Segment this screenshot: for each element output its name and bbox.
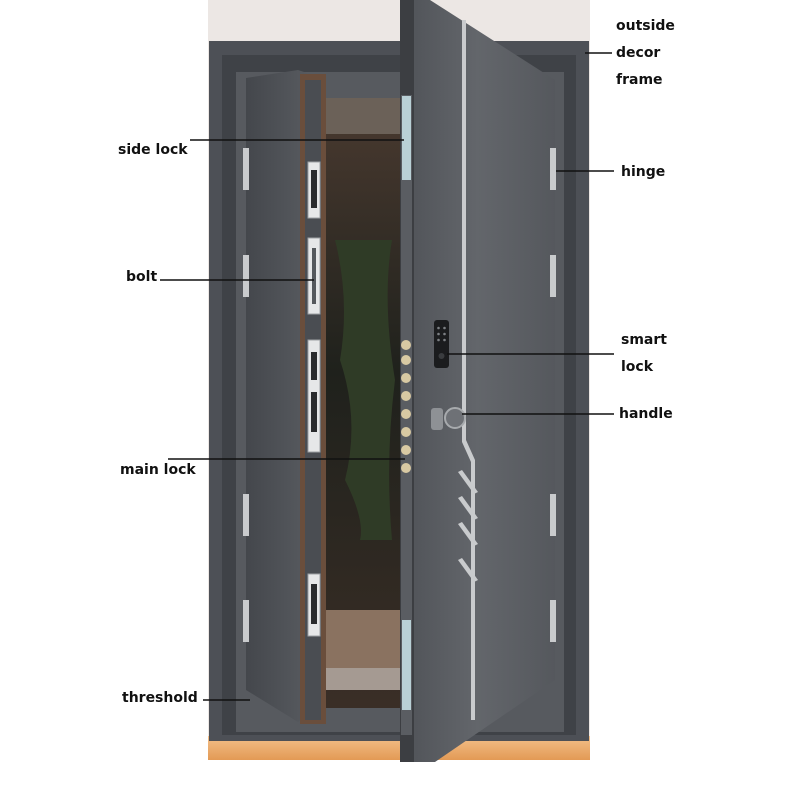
bolt-rod [312, 248, 316, 304]
label-handle: handle [619, 401, 673, 428]
edge-sticker-top [402, 96, 411, 180]
label-hinge-text: hinge [621, 164, 666, 180]
side-lock-top-slot [311, 170, 317, 208]
label-threshold: threshold [122, 685, 198, 712]
left-hinge-3 [243, 494, 249, 536]
edge-sticker-bottom [402, 620, 411, 710]
label-outside: outside [616, 18, 675, 34]
right-hinge-4 [550, 600, 556, 642]
handle [444, 407, 466, 429]
decor-stripe [462, 20, 475, 720]
right-hinge-3 [550, 494, 556, 536]
right-hinge-2 [550, 255, 556, 297]
middle-strike-slot-1 [311, 352, 317, 380]
label-side-lock: side lock [118, 137, 188, 164]
right-hinge-1 [550, 148, 556, 190]
smart-lock [434, 320, 449, 368]
label-threshold-text: threshold [122, 690, 198, 706]
handle-rose [431, 408, 443, 430]
label-smart-lock: smart lock [621, 327, 667, 381]
left-hinge-1 [243, 148, 249, 190]
threshold [318, 668, 406, 690]
label-decor: decor [616, 45, 661, 61]
smart-lock-keypad [437, 326, 446, 359]
left-hinge-2 [243, 255, 249, 297]
label-main-lock-text: main lock [120, 462, 196, 478]
label-main-lock: main lock [120, 457, 196, 484]
left-hinge-4 [243, 600, 249, 642]
main-lock-bolts [401, 340, 411, 473]
label-hinge: hinge [621, 159, 665, 186]
middle-strike-slot-2 [311, 392, 317, 432]
label-outside-decor-frame: outside decor frame [616, 13, 675, 94]
leader-lines [160, 52, 614, 701]
label-bolt-text: bolt [126, 269, 158, 285]
main-door-leaf [400, 0, 555, 762]
label-side-lock-text: side lock [118, 142, 188, 158]
interior-floor [326, 610, 404, 668]
label-lock: lock [621, 359, 654, 375]
interior-plant [335, 240, 395, 540]
label-frame: frame [616, 72, 663, 88]
label-bolt: bolt [126, 264, 157, 291]
label-smart: smart [621, 332, 667, 348]
decor-chevrons [458, 470, 478, 582]
side-lock-bottom-slot [311, 584, 317, 624]
label-handle-text: handle [619, 406, 673, 422]
